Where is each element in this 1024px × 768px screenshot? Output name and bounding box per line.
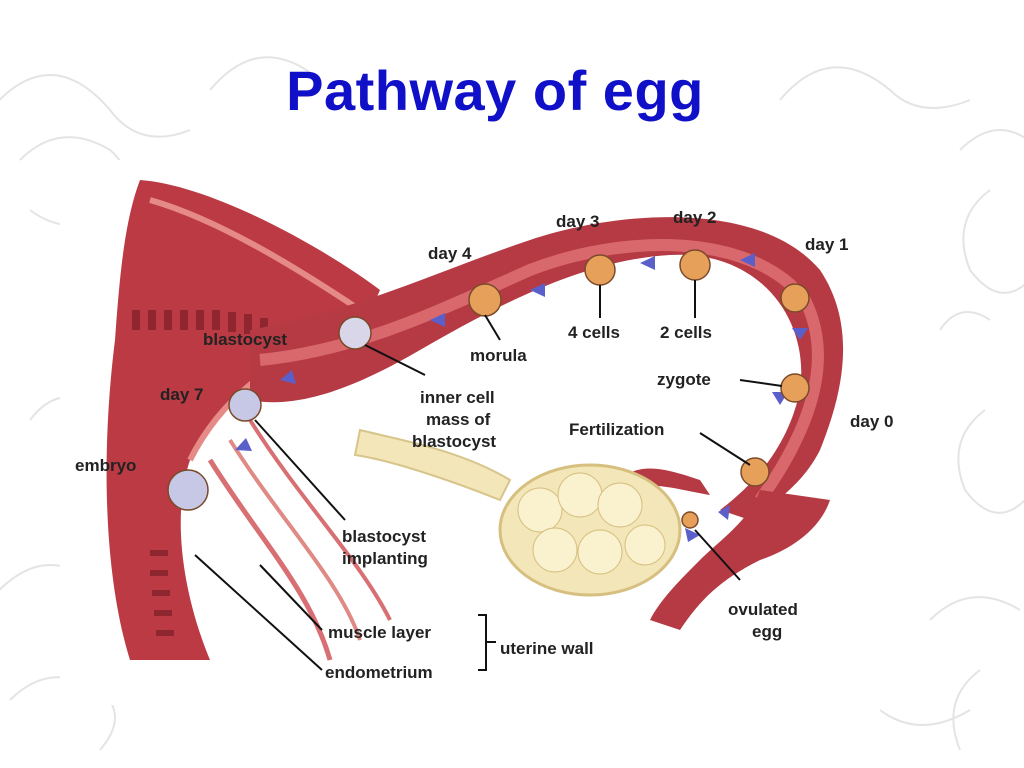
label-day1: day 1 (805, 235, 848, 254)
egg-pathway-diagram: day 4 day 3 day 2 day 1 day 0 day 7 blas… (60, 160, 920, 705)
label-ovulated-line2: egg (752, 622, 782, 641)
label-inner-cell-line2: mass of (426, 410, 491, 429)
label-muscle-layer: muscle layer (328, 623, 431, 642)
label-inner-cell-line3: blastocyst (412, 432, 496, 451)
label-embryo: embryo (75, 456, 136, 475)
uterus-wall (106, 180, 380, 660)
ovarian-ligament (353, 428, 512, 502)
label-implanting-line1: blastocyst (342, 527, 426, 546)
label-uterine-wall: uterine wall (500, 639, 594, 658)
fimbriae (650, 490, 830, 630)
label-implanting-line2: implanting (342, 549, 428, 568)
label-inner-cell-line1: inner cell (420, 388, 495, 407)
label-day0: day 0 (850, 412, 893, 431)
day7-cell (228, 388, 262, 422)
label-fertilization: Fertilization (569, 420, 664, 439)
migration-arrows (235, 253, 808, 542)
day1-cell (780, 283, 810, 313)
label-morula: morula (470, 346, 527, 365)
label-ovulated-line1: ovulated (728, 600, 798, 619)
label-endometrium: endometrium (325, 663, 433, 682)
morula-cell (468, 283, 502, 317)
label-day4: day 4 (428, 244, 472, 263)
leader-lines (194, 280, 783, 671)
zygote-cell (780, 373, 810, 403)
fertilization-cell (740, 457, 770, 487)
fallopian-tube (250, 217, 844, 521)
label-zygote: zygote (657, 370, 711, 389)
ovulated-egg-cell (681, 511, 699, 529)
label-4-cells: 4 cells (568, 323, 620, 342)
label-day3: day 3 (556, 212, 599, 231)
four-cells-cell (584, 254, 616, 286)
label-day7: day 7 (160, 385, 203, 404)
blastocyst-cell (338, 316, 372, 350)
label-day2: day 2 (673, 208, 716, 227)
label-2-cells: 2 cells (660, 323, 712, 342)
ovary (498, 463, 682, 597)
two-cells-cell (679, 249, 711, 281)
embryo-cell (167, 469, 209, 511)
label-blastocyst: blastocyst (203, 330, 287, 349)
slide-title: Pathway of egg (286, 59, 704, 122)
